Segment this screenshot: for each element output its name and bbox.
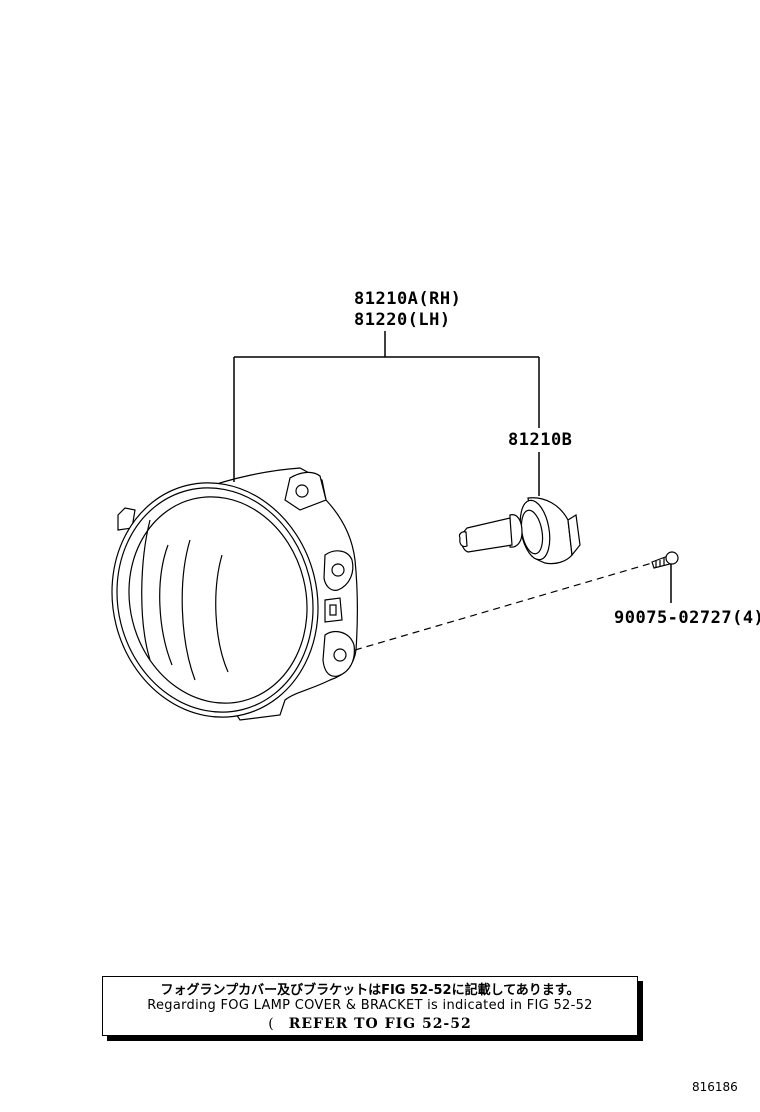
screw-drawing xyxy=(651,551,679,569)
note-reference-text: REFER TO FIG 52-52 xyxy=(288,1016,472,1032)
fog-lamp-bulb-drawing xyxy=(458,497,581,565)
callout-screw: 90075-02727(4) xyxy=(614,608,760,628)
leader-lines xyxy=(233,331,672,603)
note-japanese: フォグランプカバー及びブラケットはFIG 52-52に記載してあります。 xyxy=(160,983,580,998)
callout-bulb: 81210B xyxy=(508,430,573,450)
note-reference: ( REFER TO FIG 52-52 xyxy=(103,1016,637,1032)
note-reference-paren: ( xyxy=(268,1016,275,1032)
fog-lamp-assembly-drawing xyxy=(111,467,358,721)
reference-note-box: フォグランプカバー及びブラケットはFIG 52-52に記載してあります。 Reg… xyxy=(102,976,638,1036)
note-english: Regarding FOG LAMP COVER & BRACKET is in… xyxy=(147,998,593,1013)
callout-assembly-rh: 81210A(RH) xyxy=(354,289,462,309)
figure-id: 816186 xyxy=(692,1080,738,1094)
callout-assembly-lh: 81220(LH) xyxy=(354,310,451,330)
mounting-dashed-line xyxy=(354,562,653,651)
